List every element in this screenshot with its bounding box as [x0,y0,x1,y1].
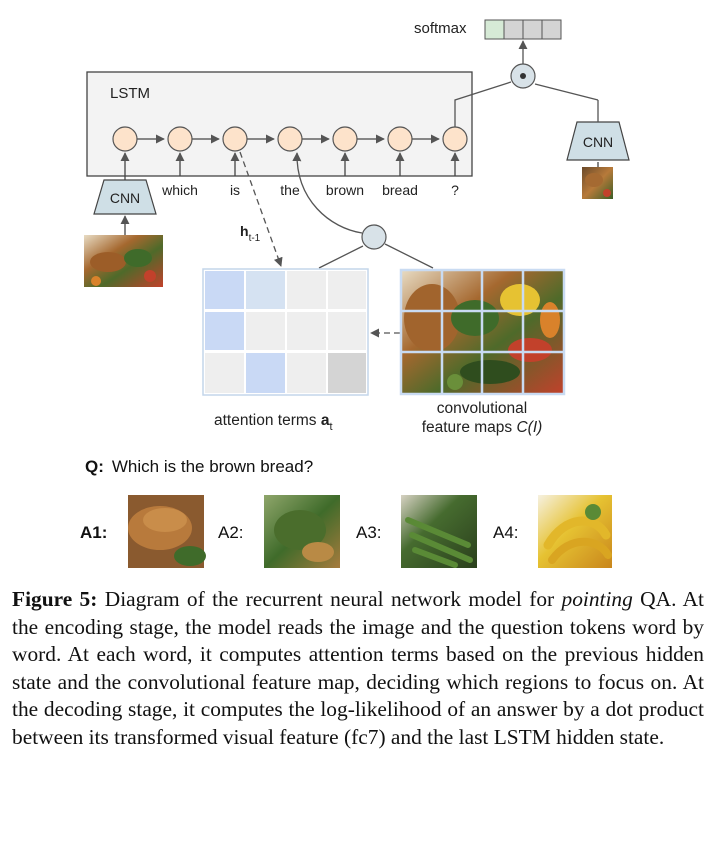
cnn-to-dot-line-2 [534,83,599,101]
softmax-vector [484,19,562,40]
lstm-label: LSTM [110,85,150,102]
caption-italic: pointing [561,587,633,611]
features-to-node-line [384,243,434,269]
answer-image-thumbnail [582,167,613,199]
caption-text-1: Diagram of the recurrent neural network … [97,587,562,611]
token: which [161,182,198,198]
answer-label-a1: A1: [80,523,107,542]
attention-grid [202,268,369,396]
lstm-cell [387,126,413,152]
caption-figure-label: Figure 5: [12,587,98,611]
token: ? [451,182,459,198]
circled-dot-icon [510,63,536,89]
answer-image-a1 [128,495,206,568]
attention-node-icon [361,224,387,250]
token: is [230,182,240,198]
question-tokens: which is the brown bread ? [161,182,459,198]
lstm-to-dot-line [454,81,512,127]
token-input-arrows [120,152,460,180]
conv-label-line2: feature maps C(I) [422,419,543,436]
answer-label-a3: A3: [356,523,382,542]
lstm-cell [167,126,193,152]
model-diagram: softmax LSTM which is [80,19,630,568]
answer-image-a2 [264,495,340,568]
answer-label-a4: A4: [493,523,519,542]
softmax-label: softmax [414,20,467,37]
hidden-state-arrow [239,151,283,267]
token: bread [382,182,418,198]
conv-label-line1: convolutional [437,400,527,417]
lstm-cell [222,126,248,152]
cnn-encoder-left: CNN [93,179,157,215]
lstm-box [86,71,473,177]
token: brown [326,182,364,198]
question: Q:Which is the brown bread? [85,457,313,476]
answer-label-a2: A2: [218,523,244,542]
lstm-cell [332,126,358,152]
lstm-cells [112,126,468,152]
answer-image-a4 [538,495,612,568]
figure-caption: Figure 5: Diagram of the recurrent neura… [12,586,704,752]
cnn-label: CNN [110,190,140,206]
attention-to-node-line [318,245,364,269]
context-to-lstm-arrow [292,152,363,234]
answer-image-a3 [401,495,477,568]
attention-terms-label: attention terms at [214,412,333,433]
cnn-encoder-right: CNN [566,121,630,161]
cnn-label: CNN [583,134,613,150]
lstm-cell [277,126,303,152]
lstm-cell [112,126,138,152]
hidden-state-label: ht-1 [240,223,261,244]
caption-text-2: QA. At the encoding stage, the model rea… [12,587,704,749]
feature-map-image [399,268,566,396]
token: the [280,182,300,198]
input-image-thumbnail [84,235,163,287]
lstm-cell [442,126,468,152]
